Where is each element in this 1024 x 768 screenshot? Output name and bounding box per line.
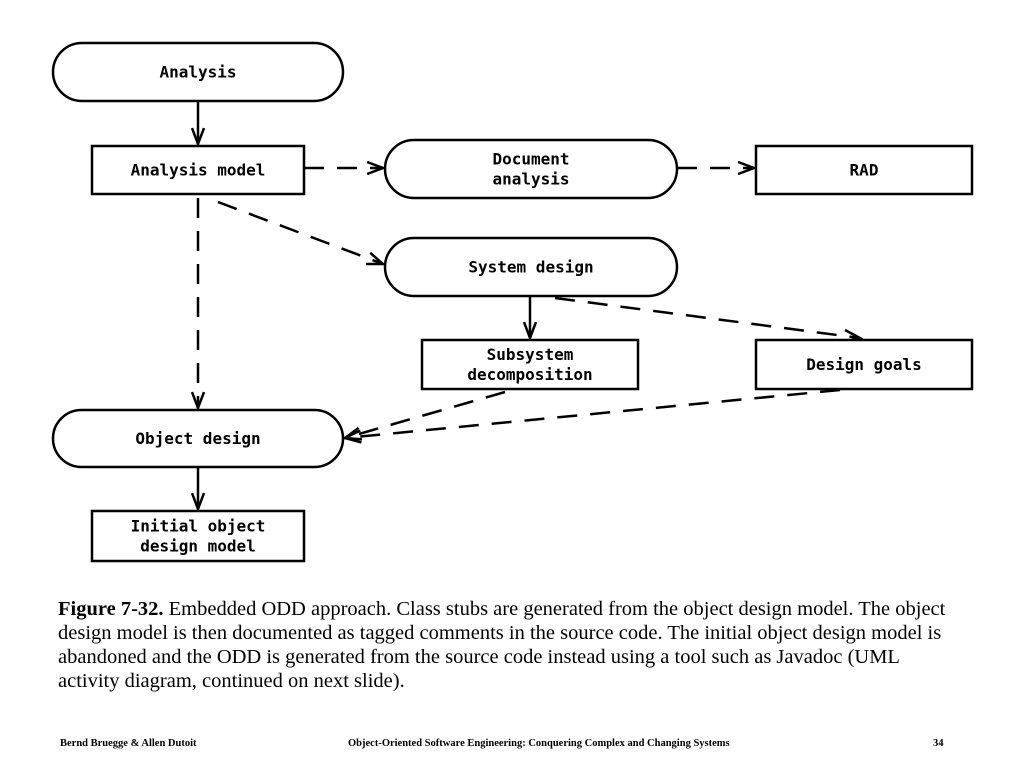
node-label: RAD	[850, 161, 879, 180]
node-label: analysis	[492, 170, 569, 189]
footer-book-title: Object-Oriented Software Engineering: Co…	[348, 738, 730, 749]
caption-text: Embedded ODD approach. Class stubs are g…	[58, 598, 946, 692]
node-analysis-model: Analysis model	[90, 144, 306, 196]
node-analysis: Analysis	[51, 41, 345, 103]
figure-label: Figure 7-32.	[58, 598, 164, 620]
object-shape	[90, 144, 306, 196]
footer-authors: Bernd Bruegge & Allen Dutoit	[60, 738, 197, 749]
edge-analysis-model-to-object-design	[190, 198, 206, 412]
arrowhead	[366, 160, 387, 176]
edge-line	[554, 296, 861, 340]
node-object-design: Object design	[51, 408, 345, 469]
edge-line	[344, 388, 841, 440]
node-label: Design goals	[806, 355, 922, 374]
node-label: Subsystem	[487, 345, 574, 364]
arrowhead	[737, 160, 758, 176]
activity-shape	[51, 408, 345, 469]
edge-subsystem-decomposition-to-object-design	[341, 390, 506, 441]
footer-page-number: 34	[933, 738, 944, 749]
node-label: Analysis	[159, 63, 236, 82]
node-label: Initial object	[131, 517, 266, 536]
arrowhead	[341, 429, 362, 444]
edge-system-design-to-subsystem-decomposition	[522, 296, 538, 342]
edge-line	[217, 200, 384, 266]
node-design-goals: Design goals	[754, 338, 974, 391]
object-shape	[754, 338, 974, 391]
node-label: System design	[468, 258, 593, 277]
figure-caption: Figure 7-32. Embedded ODD approach. Clas…	[58, 597, 958, 693]
edge-design-goals-to-object-design	[341, 388, 841, 444]
arrowhead	[365, 251, 387, 266]
edge-document-analysis-to-rad	[677, 160, 758, 176]
activity-shape	[51, 41, 345, 103]
node-label: Document	[492, 150, 569, 169]
arrowhead	[522, 321, 538, 342]
activity-shape	[383, 236, 679, 298]
arrowhead	[190, 492, 206, 513]
activity-shape	[383, 138, 679, 200]
node-label: design model	[140, 537, 256, 556]
edge-line	[344, 390, 506, 440]
node-label: decomposition	[467, 365, 592, 384]
edge-object-design-to-initial-object-design-model	[190, 467, 206, 513]
node-system-design: System design	[383, 236, 679, 298]
node-rad: RAD	[754, 144, 974, 196]
object-shape	[420, 338, 640, 391]
edge-analysis-model-to-system-design	[217, 200, 387, 266]
edge-system-design-to-design-goals	[554, 296, 864, 344]
arrowhead	[190, 127, 206, 148]
arrowhead	[190, 391, 206, 412]
edge-analysis-model-to-document-analysis	[304, 160, 387, 176]
edge-analysis-to-analysis-model	[190, 101, 206, 148]
object-shape	[90, 509, 306, 563]
node-label: Object design	[135, 429, 260, 448]
object-shape	[754, 144, 974, 196]
node-label: Analysis model	[131, 161, 266, 180]
